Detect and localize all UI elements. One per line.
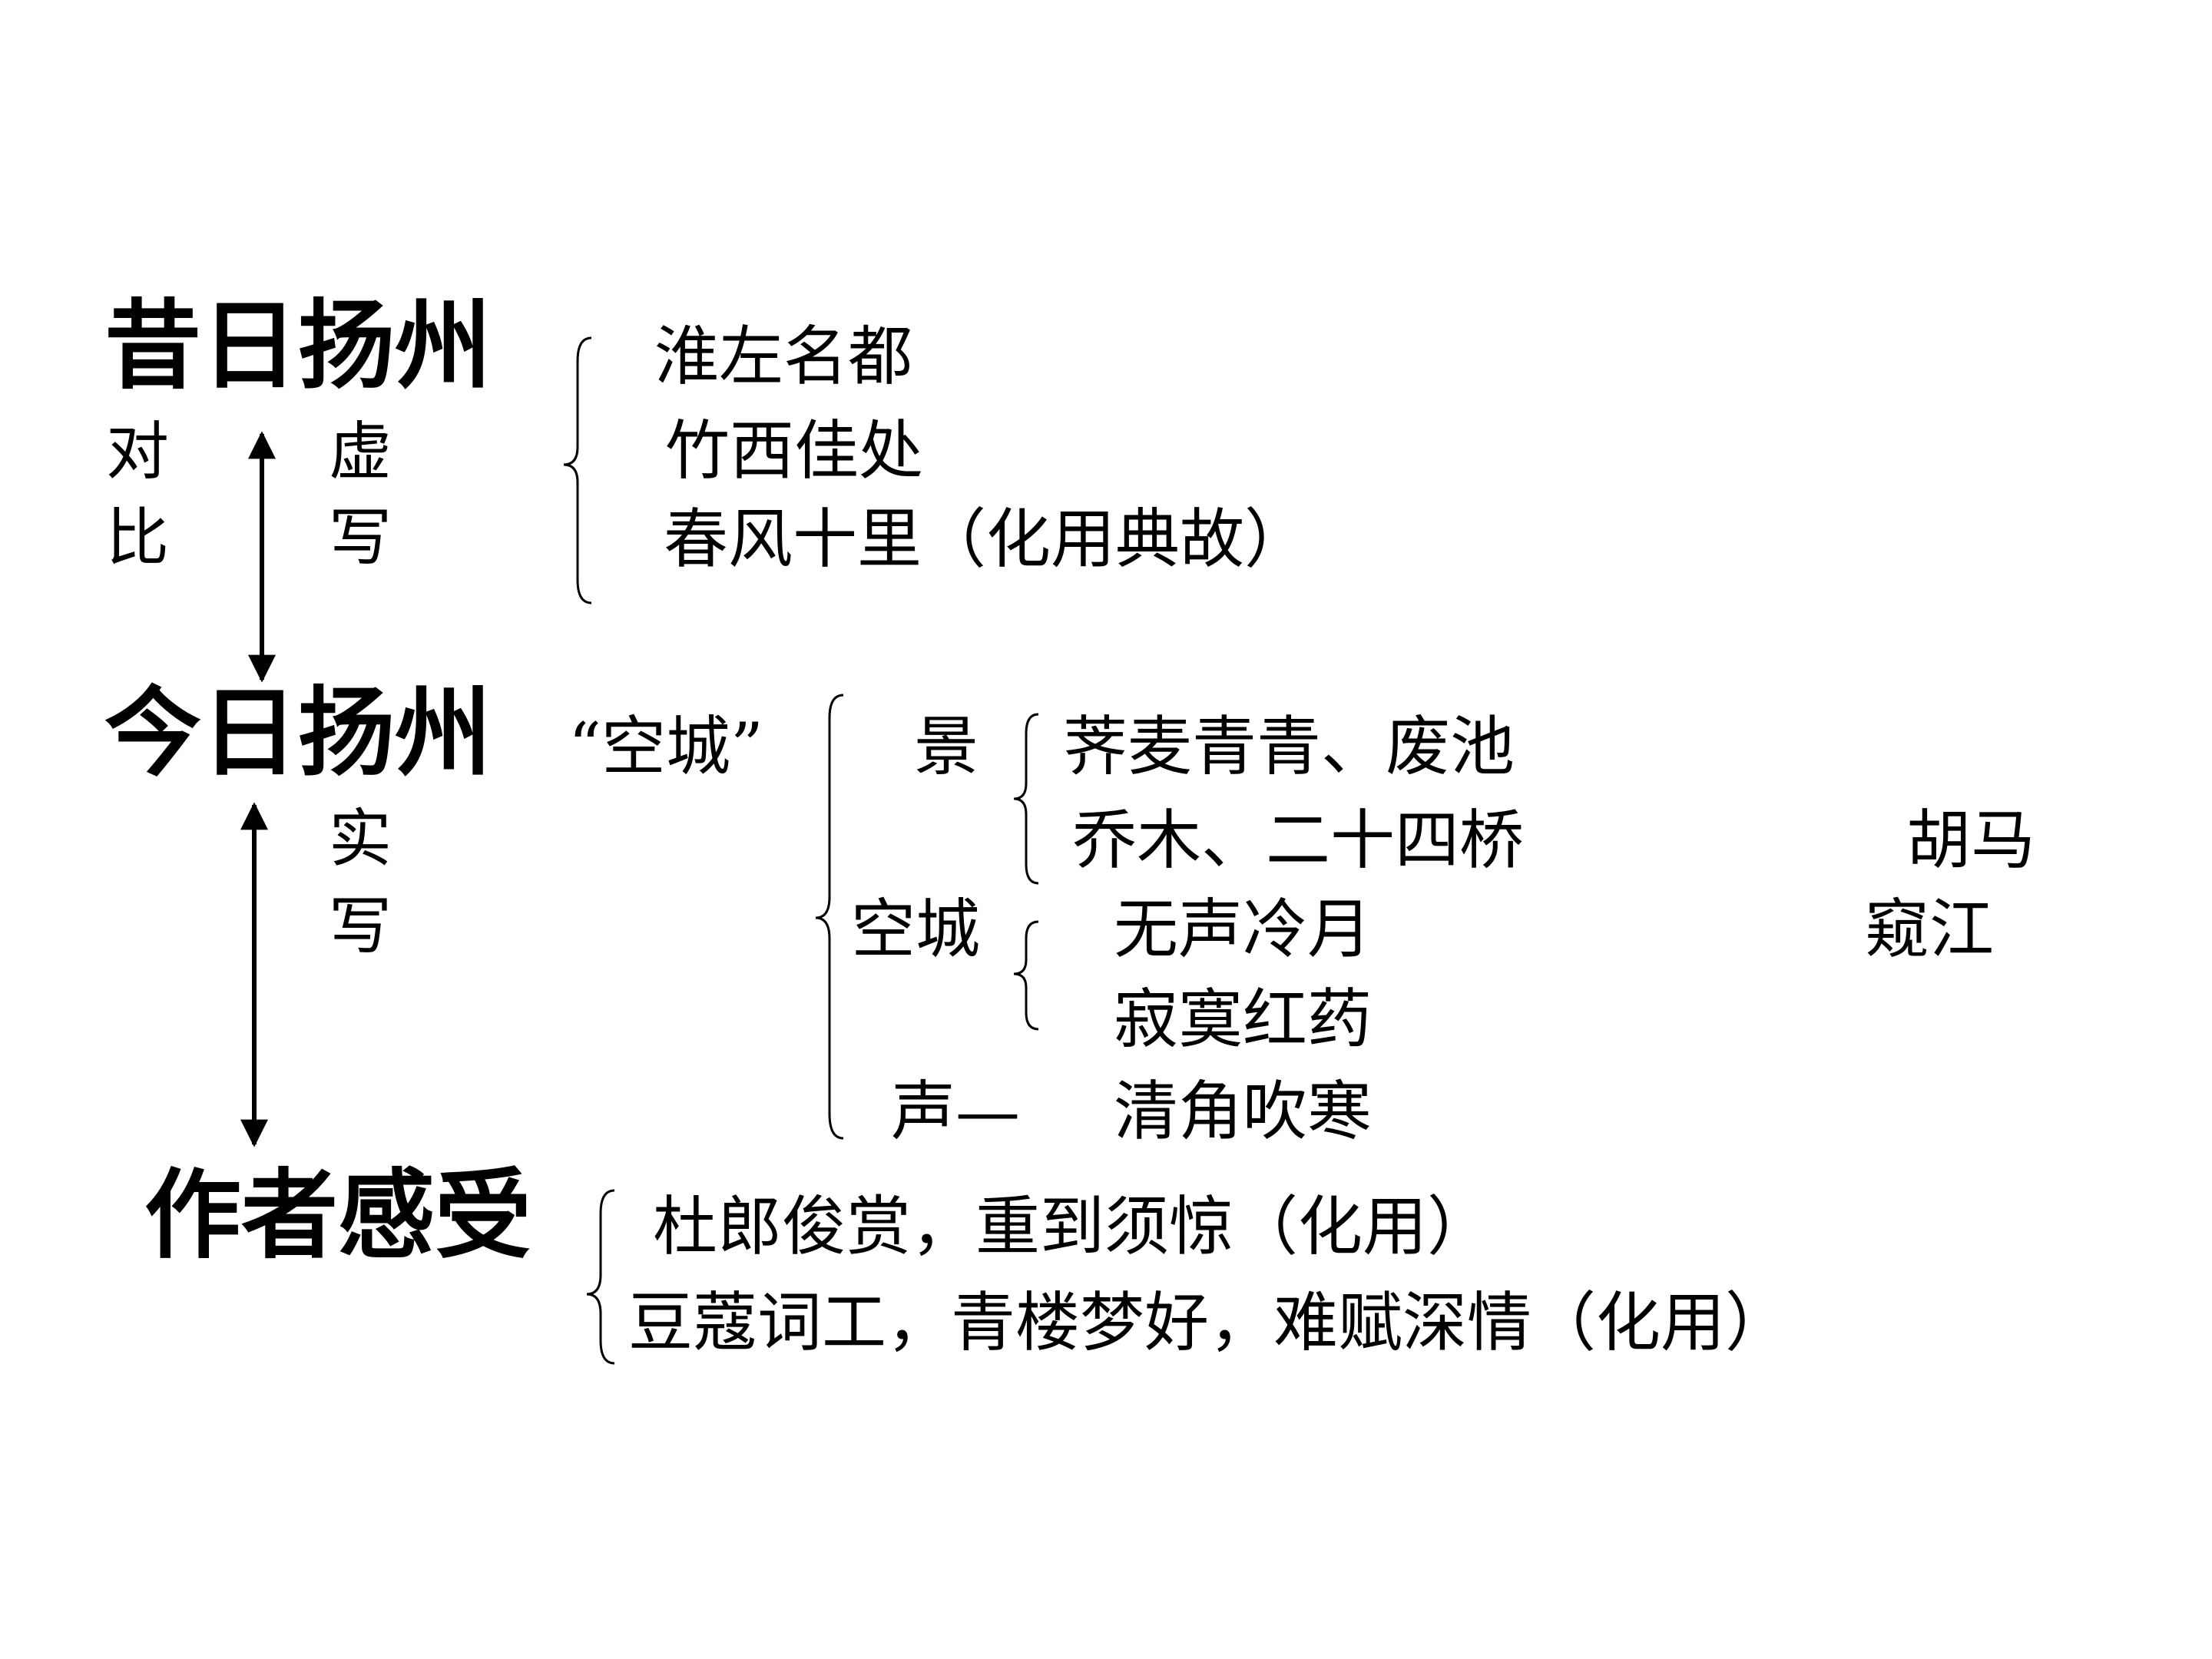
scene-label: 景 [914,709,979,784]
feeling-items-brace [586,1189,615,1365]
feeling-heading: 作者感受 [144,1159,531,1272]
empty-city-item-1: 无声冷月 [1114,892,1373,967]
past-mode-char-2: 写 [329,502,392,575]
past-heading: 昔日扬州 [104,290,492,402]
present-mode-char-2: 写 [329,890,392,963]
scene-item-1: 荠麦青青、废池 [1063,709,1515,784]
empty-city-label: 空城 [851,892,981,967]
scene-item-2: 乔木、二十四桥 [1072,803,1525,878]
past-item-3: 春风十里（化用典故） [664,502,1310,577]
contrast-char-2: 比 [106,502,170,575]
side-note-2: 窥江 [1865,892,1995,967]
present-heading: 今日扬州 [104,677,492,790]
contrast-char-1: 对 [106,416,170,488]
empty-city-main-brace [815,694,844,1140]
present-mode-char-1: 实 [329,803,392,876]
past-item-2: 竹西佳处 [665,413,924,488]
side-note-1: 胡马 [1906,803,2036,878]
feeling-item-1: 杜郎俊赏，重到须惊（化用） [653,1189,1492,1264]
empty-city-item-2: 寂寞红药 [1114,982,1373,1057]
past-items-brace [563,336,592,604]
past-mode-char-1: 虚 [329,416,392,488]
sound-label: 声— [891,1074,1021,1149]
empty-city-sub-brace [1013,920,1039,1031]
sound-item-1: 清角吹寒 [1114,1074,1373,1149]
scene-brace [1013,713,1039,885]
empty-city-tag: “空城” [568,709,763,784]
past-item-1: 淮左名都 [654,319,913,394]
feeling-item-2: 豆蔻词工，青楼梦好，难赋深情（化用） [628,1285,1790,1360]
